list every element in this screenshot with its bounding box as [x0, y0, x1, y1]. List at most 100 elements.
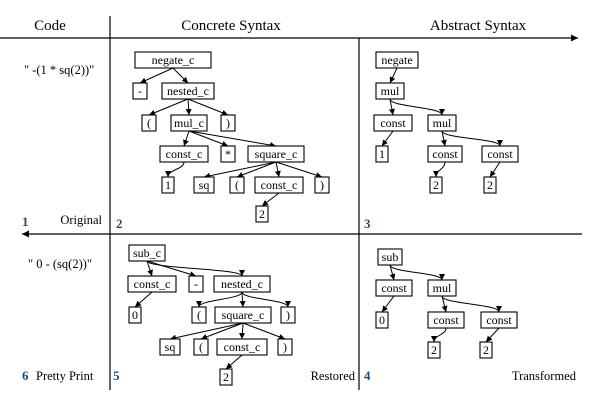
- tree-restored-concrete-node: -: [188, 275, 204, 293]
- tree-original-concrete-node: 2: [255, 205, 269, 223]
- svg-text:0: 0: [379, 313, 385, 327]
- tree-original-concrete-node: square_c: [247, 145, 305, 163]
- tree-original-abstract-node: const: [427, 145, 463, 163]
- tree-original-abstract-edge: [381, 130, 394, 147]
- svg-text:mul: mul: [381, 84, 400, 98]
- tree-original-concrete-node: -: [132, 82, 148, 100]
- tree-transformed-abstract-node: sub: [377, 248, 403, 266]
- tree-restored-concrete-edge: [169, 322, 244, 341]
- tree-original-concrete-node: (: [141, 114, 157, 132]
- tree-transformed-abstract-edge: [441, 295, 502, 313]
- svg-text:*: *: [225, 147, 231, 161]
- svg-text:square_c: square_c: [222, 308, 265, 322]
- svg-text:sub_c: sub_c: [133, 246, 161, 260]
- svg-text:const: const: [381, 281, 407, 295]
- tree-restored-concrete-edge: [242, 322, 286, 340]
- tree-original-concrete-node: nested_c: [161, 82, 215, 100]
- svg-text:2: 2: [431, 343, 437, 357]
- tree-original-concrete-edge: [274, 161, 281, 178]
- step-2-number: 2: [116, 216, 123, 231]
- step-5-label: Restored: [311, 369, 356, 383]
- step-1-number: 1: [22, 214, 29, 229]
- tree-restored-concrete-edge: [146, 260, 153, 277]
- tree-restored-concrete-node: nested_c: [213, 275, 271, 293]
- tree-restored-concrete-edge: [134, 291, 153, 308]
- tree-restored-concrete-edge: [225, 354, 243, 370]
- tree-original-abstract-node: mul: [427, 114, 457, 132]
- step-4-number: 4: [364, 368, 371, 383]
- header-concrete-syntax: Concrete Syntax: [181, 18, 281, 34]
- step-4-label: Transformed: [512, 369, 577, 383]
- tree-restored-concrete-node: 2: [219, 368, 233, 386]
- svg-text:): ): [283, 340, 287, 354]
- tree-restored-concrete-node: sub_c: [128, 244, 166, 262]
- step-3-number: 3: [364, 216, 371, 231]
- code-original: " -(1 * sq(2))": [24, 63, 94, 77]
- svg-text:(: (: [235, 178, 239, 192]
- tree-original-abstract-edge: [441, 130, 503, 147]
- tree-restored-concrete-node: sq: [159, 338, 181, 356]
- tree-transformed-abstract-node: const: [375, 279, 413, 297]
- svg-text:square_c: square_c: [255, 147, 298, 161]
- tree-original-concrete-node: const_c: [159, 145, 209, 163]
- svg-text:2: 2: [483, 343, 489, 357]
- svg-text:mul_c: mul_c: [174, 116, 204, 130]
- tree-transformed-abstract-node: 2: [479, 341, 493, 359]
- svg-text:(: (: [147, 116, 151, 130]
- tree-original-concrete-node: *: [220, 145, 236, 163]
- tree-restored-concrete-edge: [241, 291, 291, 308]
- svg-text:(: (: [197, 308, 201, 322]
- svg-text:nested_c: nested_c: [221, 277, 263, 291]
- tree-restored-concrete-node: ): [280, 306, 296, 324]
- tree-original-concrete-node: ): [220, 114, 236, 132]
- tree-original-concrete-edge: [139, 67, 174, 84]
- tree-restored-concrete-edge: [200, 322, 244, 340]
- svg-text:const_c: const_c: [134, 277, 171, 291]
- tree-transformed-abstract-edge: [485, 327, 500, 343]
- tree-restored-concrete-edge: [239, 322, 246, 340]
- tree-original-concrete-node: ): [314, 176, 330, 194]
- tree-original-abstract-node: 2: [483, 176, 497, 194]
- tree-transformed-abstract-node: const: [480, 311, 518, 329]
- tree-original-abstract-edge: [440, 130, 447, 147]
- tree-transformed-abstract-edge: [441, 295, 448, 313]
- tree-original-concrete-edge: [148, 98, 189, 116]
- svg-text:): ): [286, 308, 290, 322]
- tree-original-concrete-node: (: [229, 176, 245, 194]
- svg-text:-: -: [138, 84, 142, 98]
- svg-text:const: const: [486, 313, 512, 327]
- tree-restored-concrete-node: (: [191, 306, 207, 324]
- svg-text:const: const: [487, 147, 513, 161]
- tree-original-abstract-node: const: [481, 145, 519, 163]
- tree-original-concrete-edge: [236, 161, 277, 178]
- tree-transformed-abstract-node: 2: [427, 341, 441, 359]
- svg-text:mul: mul: [433, 116, 452, 130]
- svg-text:1: 1: [165, 178, 171, 192]
- tree-original-abstract-edge: [389, 98, 445, 116]
- tree-restored-concrete-node: (: [193, 338, 209, 356]
- tree-original-concrete-edge: [185, 98, 192, 116]
- tree-restored-concrete-edge: [146, 260, 197, 278]
- svg-text:sub: sub: [382, 250, 399, 264]
- tree-restored-concrete-edge: [239, 291, 246, 308]
- svg-text:const: const: [380, 116, 406, 130]
- tree-original-concrete-edge: [275, 161, 323, 178]
- tree-original-concrete-node: mul_c: [170, 114, 208, 132]
- tree-original-abstract-node: negate: [375, 51, 419, 69]
- svg-text:const_c: const_c: [224, 340, 261, 354]
- step-5-number: 5: [113, 368, 120, 383]
- tree-nodes: negate_c-nested_c(mul_c)const_c*square_c…: [127, 51, 519, 386]
- tree-transformed-abstract-node: const: [427, 311, 465, 329]
- tree-original-concrete-node: const_c: [254, 176, 304, 194]
- svg-text:): ): [226, 116, 230, 130]
- tree-original-abstract-edge: [433, 161, 446, 178]
- svg-text:const_c: const_c: [261, 178, 298, 192]
- tree-restored-concrete-node: ): [277, 338, 293, 356]
- tree-original-concrete-node: sq: [193, 176, 215, 194]
- svg-text:mul: mul: [433, 281, 452, 295]
- tree-original-concrete-edge: [165, 161, 185, 178]
- svg-text:2: 2: [433, 178, 439, 192]
- step-6-number: 6: [22, 368, 29, 383]
- tree-original-abstract-node: mul: [375, 82, 405, 100]
